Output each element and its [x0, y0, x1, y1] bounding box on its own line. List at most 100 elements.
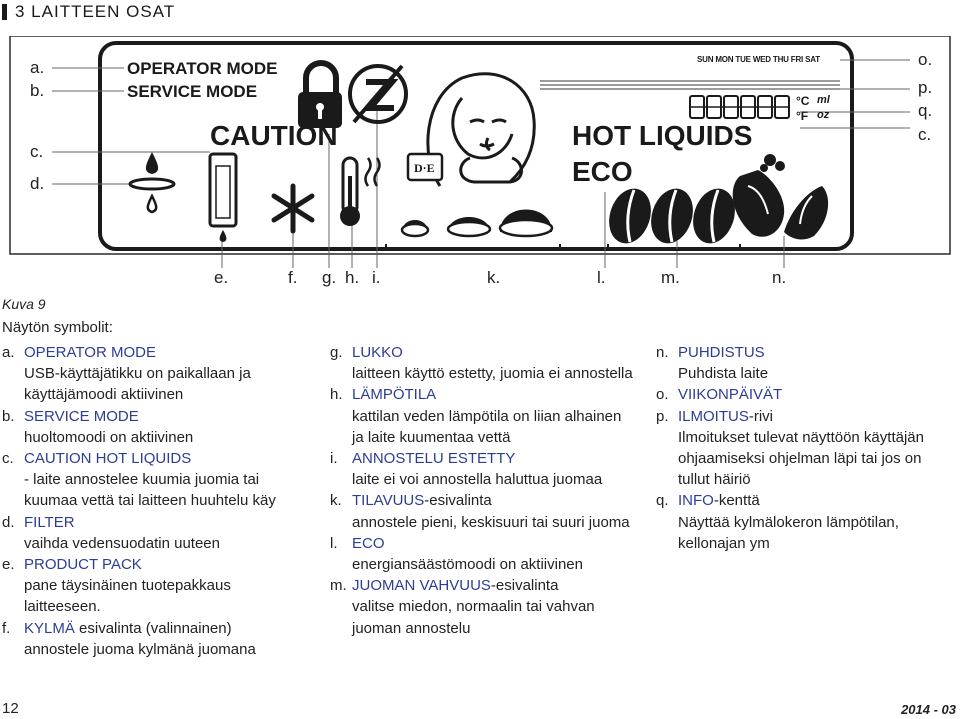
entry-description: - laite annostelee kuumia juomia tai kuu… [24, 471, 276, 510]
coffee-strength-icons [609, 188, 735, 244]
entry-description: vaihda vedensuodatin uuteen [24, 534, 220, 552]
entry-letter: f. [2, 619, 11, 637]
entry-letter: h. [330, 386, 343, 404]
label-e: e. [214, 268, 229, 287]
operator-mode-label: OPERATOR MODE [127, 59, 278, 78]
product-pack-icon [208, 152, 238, 228]
entry-description: valitse miedon, normaalin tai vahvan juo… [352, 598, 595, 637]
brand-badge-text: D·E [414, 161, 435, 175]
display-panel-diagram: OPERATOR MODE SERVICE MODE CAUTION HOT L… [0, 36, 960, 294]
cup-size-icons [400, 209, 554, 238]
entry-term: INFO [678, 492, 714, 510]
label-g: g. [322, 268, 337, 287]
coffee-lady-icon [426, 72, 536, 187]
entry-letter: c. [2, 450, 14, 468]
entry-letter: i. [330, 450, 338, 468]
legend-entry: d. FILTER vaihda vedensuodatin uuteen [2, 512, 302, 554]
dispensing-blocked-icon [348, 64, 408, 124]
legend-entry: n. PUHDISTUS Puhdista laite [656, 342, 956, 384]
label-c-left: c. [30, 142, 44, 161]
entry-description: Puhdista laite [678, 365, 769, 383]
heat-waves-icon [364, 157, 381, 187]
entry-letter: p. [656, 407, 669, 425]
legend-entry: o. VIIKONPÄIVÄT [656, 384, 956, 405]
page-header: 3 LAITTEEN OSAT [0, 0, 175, 24]
water-ripple-icon [128, 177, 176, 191]
entry-term: ILMOITUS [678, 407, 749, 425]
entry-term-suffix: -kenttä [713, 492, 760, 510]
label-k: k. [487, 268, 501, 287]
label-c-right: c. [918, 125, 932, 144]
entry-term: PUHDISTUS [678, 344, 765, 361]
entry-letter: l. [330, 534, 338, 552]
cleaning-hands-icon [732, 154, 829, 240]
entry-term: TILAVUUS [352, 492, 425, 510]
service-mode-label: SERVICE MODE [127, 82, 258, 101]
eco-label: ECO [572, 156, 633, 187]
thermometer-icon [340, 156, 360, 226]
legend-entry: h. LÄMPÖTILA kattilan veden lämpötila on … [330, 384, 635, 448]
label-f: f. [288, 268, 298, 287]
entry-letter: b. [2, 407, 15, 425]
entry-description: laite ei voi annostella haluttua juomaa [352, 471, 603, 489]
entry-term-suffix: -rivi [748, 407, 773, 425]
page-number: 12 [2, 700, 19, 717]
entry-letter: q. [656, 492, 669, 510]
entry-term: LÄMPÖTILA [352, 386, 437, 404]
label-i: i. [372, 268, 381, 287]
entry-term: ANNOSTELU ESTETTY [352, 450, 516, 468]
label-h: h. [345, 268, 360, 287]
unit-ounce: oz [817, 109, 830, 121]
entry-letter: e. [2, 556, 15, 574]
entry-description: pane täysinäinen tuotepakkaus laitteesee… [24, 577, 231, 616]
header-bar [2, 4, 7, 20]
label-m: m. [661, 268, 680, 287]
label-q: q. [918, 101, 933, 120]
entry-term: PRODUCT PACK [24, 556, 142, 574]
entry-description: kattilan veden lämpötila on liian alhain… [352, 407, 622, 446]
legend-column-3: n. PUHDISTUS Puhdista laite o. VIIKONPÄIV… [656, 342, 956, 554]
display-panel-graphic [9, 36, 951, 268]
entry-description: USB-käyttäjätikku on paikallaan ja käytt… [24, 365, 251, 404]
entry-term-suffix: esivalinta (valinnainen) [74, 619, 232, 637]
legend-entry: e. PRODUCT PACK pane täysinäinen tuotepak… [2, 554, 302, 618]
cup-size-bracket [385, 244, 561, 251]
entry-term: FILTER [24, 513, 75, 531]
entry-description: annostele juoma kylmänä juomana [24, 640, 256, 658]
weekdays-row: SUN MON TUE WED THU FRI SAT [697, 55, 820, 64]
legend-entry: f. KYLMÄ esivalinta (valinnainen)annoste… [2, 618, 302, 660]
entry-letter: d. [2, 513, 15, 531]
water-drop-icon [145, 152, 159, 174]
legend-entry: c. CAUTION HOT LIQUIDS - laite annostelee… [2, 448, 302, 512]
caution-label: CAUTION [210, 120, 338, 151]
symbols-heading: Näytön symbolit: [2, 319, 113, 336]
entry-term: SERVICE MODE [24, 407, 139, 425]
unit-celsius: °C [796, 94, 810, 108]
info-digits: 888888 [691, 96, 767, 116]
lock-icon [298, 60, 342, 128]
label-o: o. [918, 50, 933, 69]
brand-badge [406, 152, 444, 182]
entry-term-suffix: -esivalinta [490, 577, 559, 595]
entry-description: energiansäästömoodi on aktiivinen [352, 556, 583, 574]
entry-term: ECO [352, 534, 385, 552]
unit-millilitre: ml [817, 94, 830, 106]
label-l: l. [597, 268, 606, 287]
panel-outer-frame [9, 36, 951, 255]
date-code: 2014 - 03 [901, 702, 956, 717]
entry-letter: n. [656, 344, 669, 361]
legend-entry: i. ANNOSTELU ESTETTY laite ei voi annoste… [330, 448, 635, 490]
label-n: n. [772, 268, 787, 287]
entry-description: Ilmoitukset tulevat näyttöön käyttäjän o… [678, 428, 924, 489]
entry-term: CAUTION HOT LIQUIDS [24, 450, 192, 468]
filter-drop-icon [146, 193, 158, 214]
unit-fahrenheit: °F [796, 109, 809, 123]
label-a: a. [30, 58, 45, 77]
